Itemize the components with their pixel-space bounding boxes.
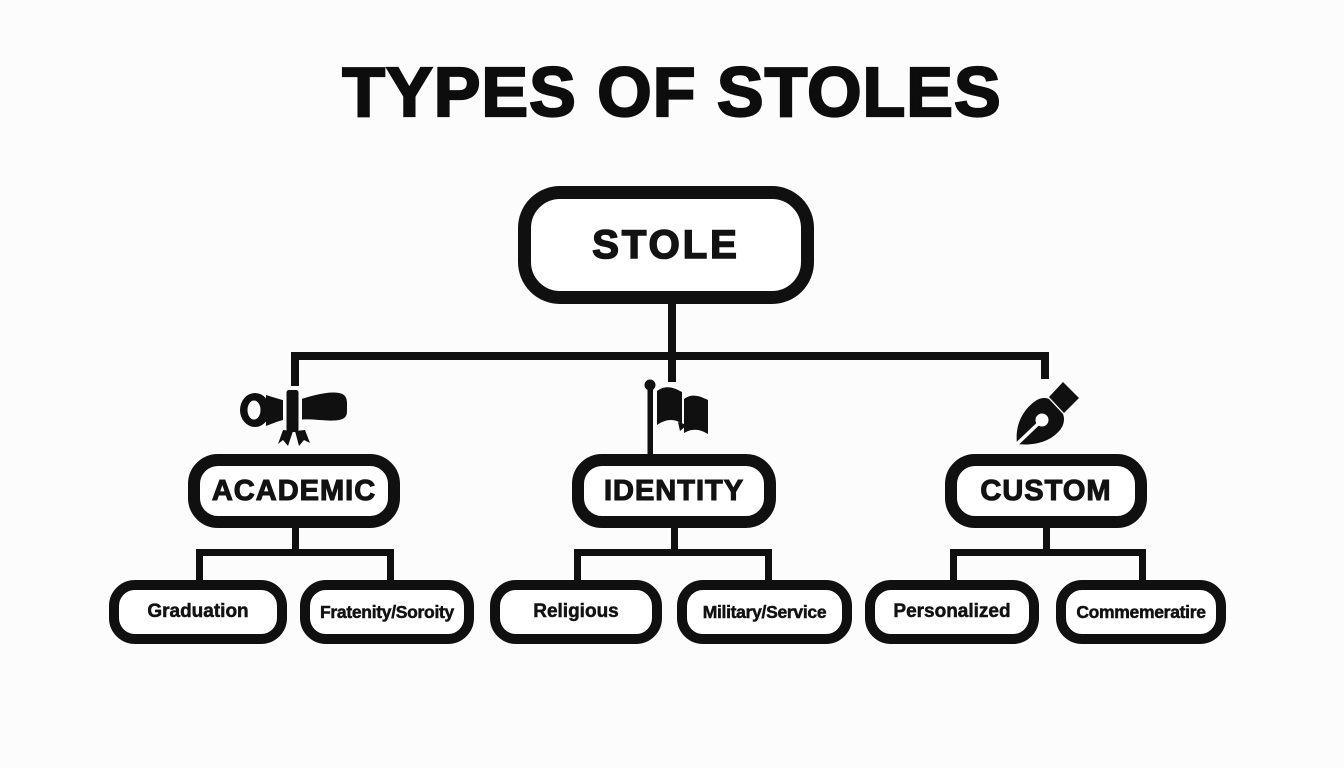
branch-node-identity: IDENTITY — [572, 454, 776, 528]
connector-academic-bar — [196, 549, 394, 556]
leaf-label: Fratenity/Soroity — [320, 601, 455, 622]
diploma-scroll-icon — [240, 388, 347, 446]
connector-drop-commemeratire — [1139, 553, 1146, 584]
connector-drop-fratenity — [387, 553, 394, 584]
leaf-node-commemeratire: Commemeratire — [1056, 580, 1226, 644]
branch-node-custom: CUSTOM — [945, 454, 1147, 528]
page-title: TYPES OF STOLES — [341, 52, 1002, 132]
connector-identity-stem — [671, 524, 678, 553]
leaf-label: Religious — [533, 601, 619, 623]
root-node-stole: STOLE — [518, 186, 814, 304]
connector-drop-military — [765, 553, 772, 584]
connector-drop-academic — [291, 352, 299, 386]
leaf-node-graduation: Graduation — [109, 580, 287, 644]
leaf-node-military-service: Military/Service — [677, 580, 852, 644]
pen-nib-icon — [1015, 382, 1079, 446]
connector-custom-stem — [1043, 524, 1050, 553]
connector-drop-custom — [1041, 352, 1049, 379]
leaf-label: Commemeratire — [1076, 601, 1206, 622]
connector-drop-identity — [668, 352, 676, 382]
branch-label: IDENTITY — [603, 474, 745, 507]
connector-academic-stem — [292, 524, 299, 553]
leaf-label: Military/Service — [702, 601, 827, 622]
leaf-node-religious: Religious — [490, 580, 662, 644]
root-node-label: STOLE — [591, 222, 740, 268]
leaf-node-personalized: Personalized — [865, 580, 1039, 644]
connector-root-stem — [668, 301, 676, 356]
connector-custom-bar — [950, 549, 1146, 556]
branch-node-academic: ACADEMIC — [188, 454, 400, 528]
connector-drop-graduation — [196, 553, 203, 584]
flag-icon — [644, 379, 708, 459]
leaf-label: Graduation — [147, 601, 249, 623]
connector-identity-bar — [574, 549, 772, 556]
branch-label: CUSTOM — [980, 474, 1112, 507]
branch-label: ACADEMIC — [211, 474, 377, 507]
leaf-label: Personalized — [893, 601, 1011, 623]
connector-drop-personalized — [950, 553, 957, 584]
connector-drop-religious — [574, 553, 581, 584]
leaf-node-fratenity-soroity: Fratenity/Soroity — [300, 580, 474, 644]
